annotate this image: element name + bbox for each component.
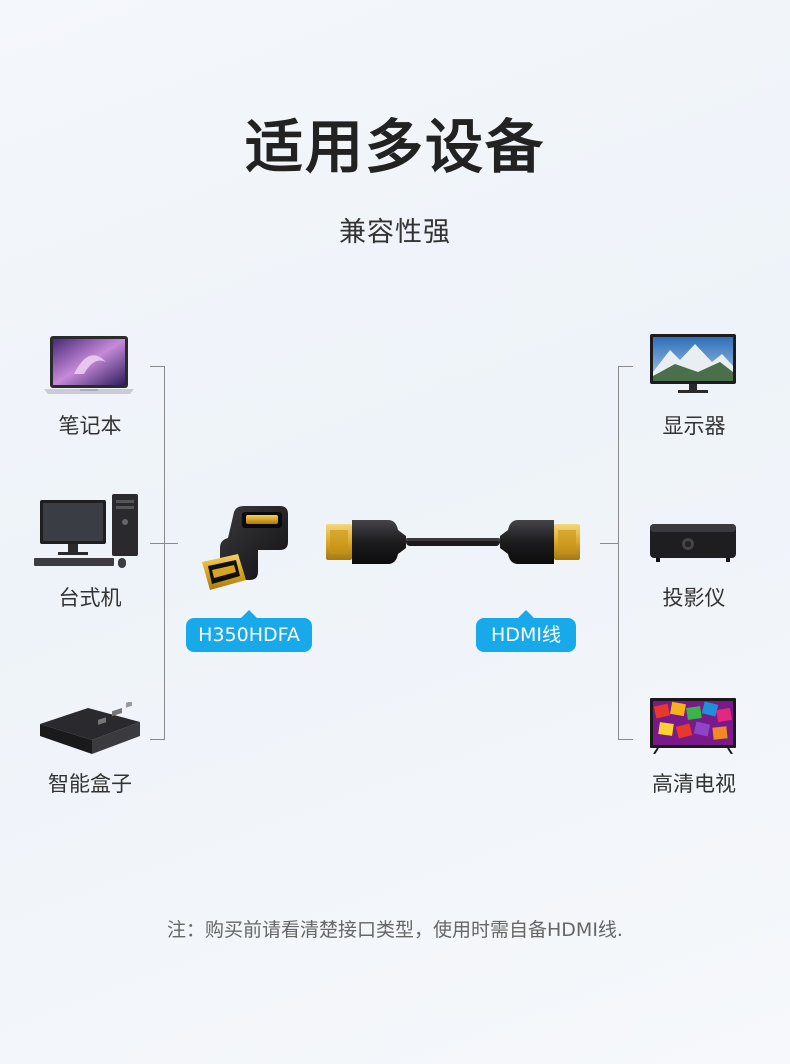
device-label-desktop: 台式机 <box>58 586 122 610</box>
device-label-monitor: 显示器 <box>662 414 726 438</box>
right-bracket-connector <box>600 543 619 544</box>
adapter-model-badge: H350HDFA <box>186 610 312 652</box>
hdmi-cable-badge: HDMI线 <box>476 610 576 652</box>
hdmi-90-degree-adapter-icon <box>194 502 294 594</box>
left-bracket <box>150 366 165 740</box>
hdtv-icon <box>650 698 736 755</box>
hdmi-cable-icon <box>322 516 584 568</box>
left-bracket-connector <box>150 543 178 544</box>
footer-note: 注：购买前请看清楚接口类型，使用时需自备HDMI线. <box>167 919 623 941</box>
device-label-hdtv: 高清电视 <box>652 772 736 796</box>
page-title: 适用多设备 <box>244 113 545 181</box>
device-label-smart-box: 智能盒子 <box>48 772 132 796</box>
device-label-projector: 投影仪 <box>662 586 726 610</box>
desktop-pc-icon <box>32 492 142 570</box>
device-label-laptop: 笔记本 <box>58 414 122 438</box>
monitor-icon <box>650 332 736 394</box>
laptop-icon <box>44 334 134 396</box>
smart-box-icon <box>36 700 142 756</box>
projector-icon <box>648 520 738 564</box>
right-bracket <box>618 366 633 740</box>
page-subtitle: 兼容性强 <box>339 217 451 248</box>
